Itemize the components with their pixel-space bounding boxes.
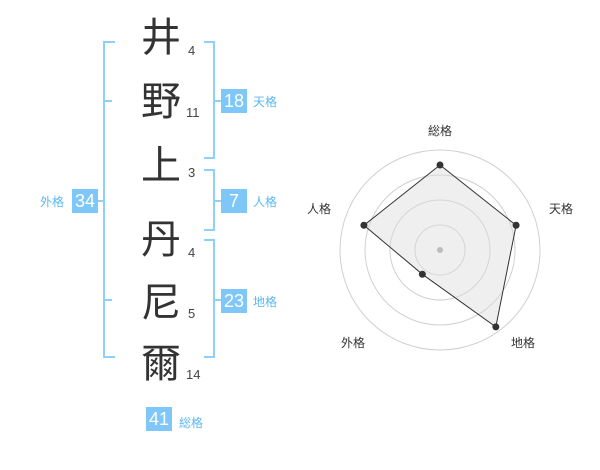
jinkaku-value-badge: 7 (221, 189, 247, 213)
radar-point-4 (418, 270, 426, 278)
tenkaku-value-badge: 18 (221, 89, 247, 113)
radar-polygon (363, 164, 517, 328)
chikaku-bracket (204, 239, 215, 358)
name-char-3: 上 (141, 143, 181, 189)
radar-axis-label-chikaku: 地格 (511, 336, 536, 350)
stroke-count-3: 3 (188, 165, 196, 180)
chikaku-value-badge: 23 (221, 289, 247, 313)
stroke-count-4: 4 (188, 245, 196, 260)
radar-axis-label-gaikaku: 外格 (341, 336, 366, 350)
name-char-5: 尼 (141, 280, 181, 326)
gaikaku-bracket (103, 41, 115, 358)
radar-point-2 (512, 221, 520, 229)
stroke-count-2: 11 (186, 105, 200, 120)
soukaku-label: 総格 (179, 416, 204, 430)
soukaku-value-badge: 41 (146, 407, 172, 431)
stroke-count-6: 14 (186, 367, 201, 382)
radar-ring-2 (364, 174, 516, 326)
radar-point-3 (492, 323, 500, 331)
gaikaku-label: 外格 (40, 195, 65, 209)
radar-ring-1 (339, 149, 541, 351)
name-char-1: 井 (141, 15, 181, 61)
name-char-2: 野 (141, 79, 181, 125)
stroke-count-5: 5 (188, 306, 196, 321)
gaikaku-value-badge: 34 (72, 189, 98, 213)
radar-ring-3 (389, 199, 491, 301)
tenkaku-label: 天格 (253, 95, 278, 109)
stroke-count-1: 4 (188, 43, 196, 58)
radar-point-1 (436, 161, 444, 169)
radar-axis-label-soukaku: 総格 (428, 124, 453, 138)
jinkaku-label: 人格 (253, 195, 278, 209)
radar-axis-label-tenkaku: 天格 (549, 202, 574, 216)
chikaku-label: 地格 (253, 295, 278, 309)
radar-axis-label-jinkaku: 人格 (307, 202, 332, 216)
radar-ring-4 (414, 224, 466, 276)
name-char-4: 丹 (141, 217, 181, 263)
radar-point-5 (360, 221, 368, 229)
name-char-6: 爾 (141, 341, 181, 387)
radar-center-dot (437, 247, 443, 253)
